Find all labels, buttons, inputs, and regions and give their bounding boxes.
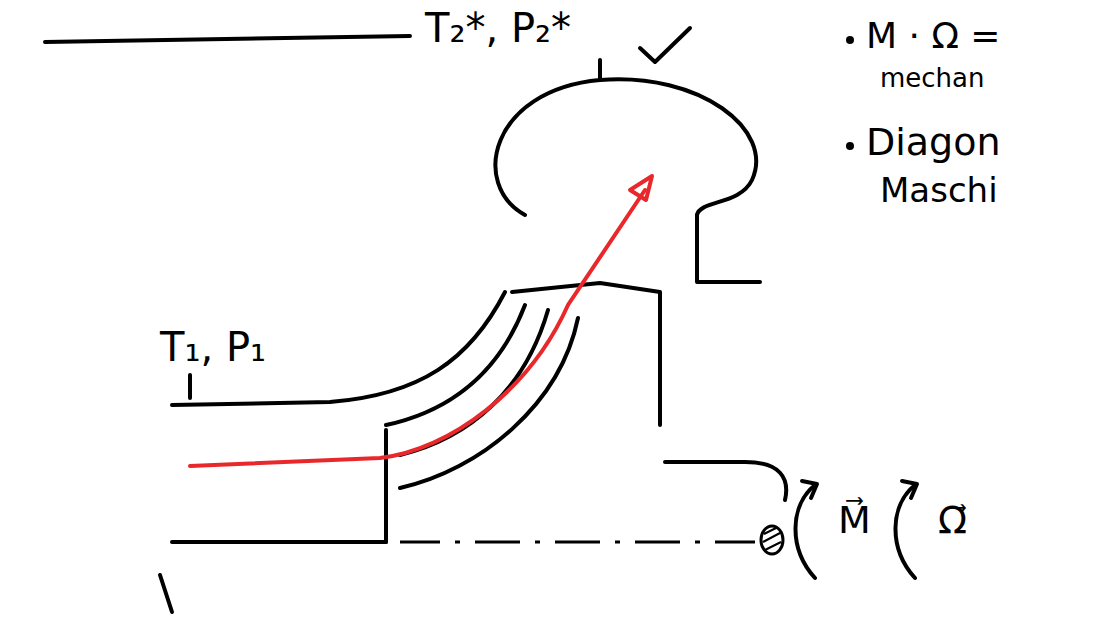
- stroke-mark: [160, 575, 172, 612]
- inlet-state: T₁, P₁: [160, 325, 266, 369]
- blade-line: [400, 318, 578, 488]
- axis-line: [400, 541, 755, 544]
- top-rule: [45, 36, 410, 42]
- bullet: [846, 36, 854, 44]
- blade-line: [386, 305, 525, 425]
- flow-arrowhead: [630, 176, 652, 200]
- outlet-state: T₂*, P₂*: [425, 6, 571, 50]
- hub-line: [172, 540, 386, 544]
- bullet: [846, 142, 854, 150]
- type-note: Maschi: [880, 172, 998, 209]
- casing-back: [665, 462, 786, 500]
- speed-symbol: Ω⃗: [938, 500, 967, 542]
- arrow-head: [802, 481, 817, 498]
- check-mark: [640, 28, 690, 62]
- type-note: Diagon: [866, 122, 1001, 164]
- inlet-tick: [188, 375, 192, 398]
- torque-symbol: M⃗: [838, 500, 871, 542]
- power-note: M · Ω =: [866, 16, 1001, 56]
- casing-wall: [697, 215, 760, 282]
- arrow-head: [902, 481, 917, 498]
- power-note: mechan: [880, 64, 985, 93]
- outlet-tick: [598, 60, 602, 78]
- impeller-front: [384, 430, 388, 542]
- volute-outline: [495, 79, 756, 215]
- bearing-symbol: [761, 526, 783, 554]
- blade-line: [400, 310, 548, 455]
